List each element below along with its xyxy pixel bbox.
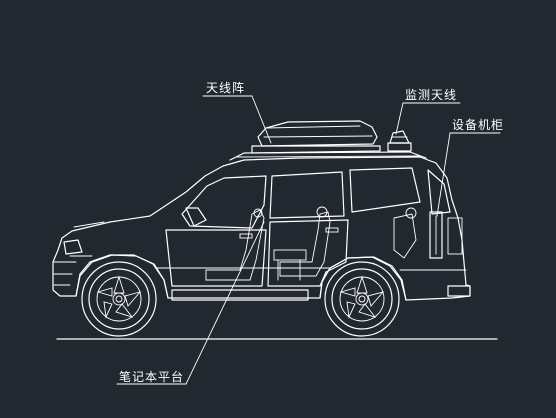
leader-monitor-antenna — [395, 102, 461, 135]
rear-bumper — [447, 285, 471, 297]
rear-door — [267, 219, 349, 287]
headlight — [63, 239, 83, 255]
leader-equipment-cabinet — [436, 132, 501, 217]
front-door — [165, 229, 267, 287]
rear-wheel — [324, 261, 400, 337]
monitor-antenna — [387, 130, 412, 152]
side-mirror — [185, 207, 207, 227]
front-window — [181, 175, 267, 229]
front-wheel — [81, 261, 157, 337]
label-antenna-array: 天线阵 — [206, 81, 246, 95]
equipment-cabinet-shape — [429, 211, 463, 259]
leader-antenna-array — [202, 95, 272, 144]
laptop-platform-shape — [273, 249, 307, 281]
leader-laptop-platform — [116, 221, 265, 385]
roof-rack — [229, 151, 427, 161]
rear-door-window — [269, 171, 345, 219]
side-step — [171, 289, 309, 301]
rear-seat — [279, 211, 331, 277]
vehicle-body — [52, 156, 471, 301]
rear-window — [427, 169, 451, 215]
rear-quarter-window — [349, 167, 421, 213]
label-laptop-platform: 笔记本平台 — [119, 370, 185, 384]
roof-antenna-array — [251, 120, 381, 154]
label-equipment-cabinet: 设备机柜 — [452, 118, 505, 132]
label-monitor-antenna: 监测天线 — [405, 88, 458, 102]
third-seat — [393, 213, 417, 259]
